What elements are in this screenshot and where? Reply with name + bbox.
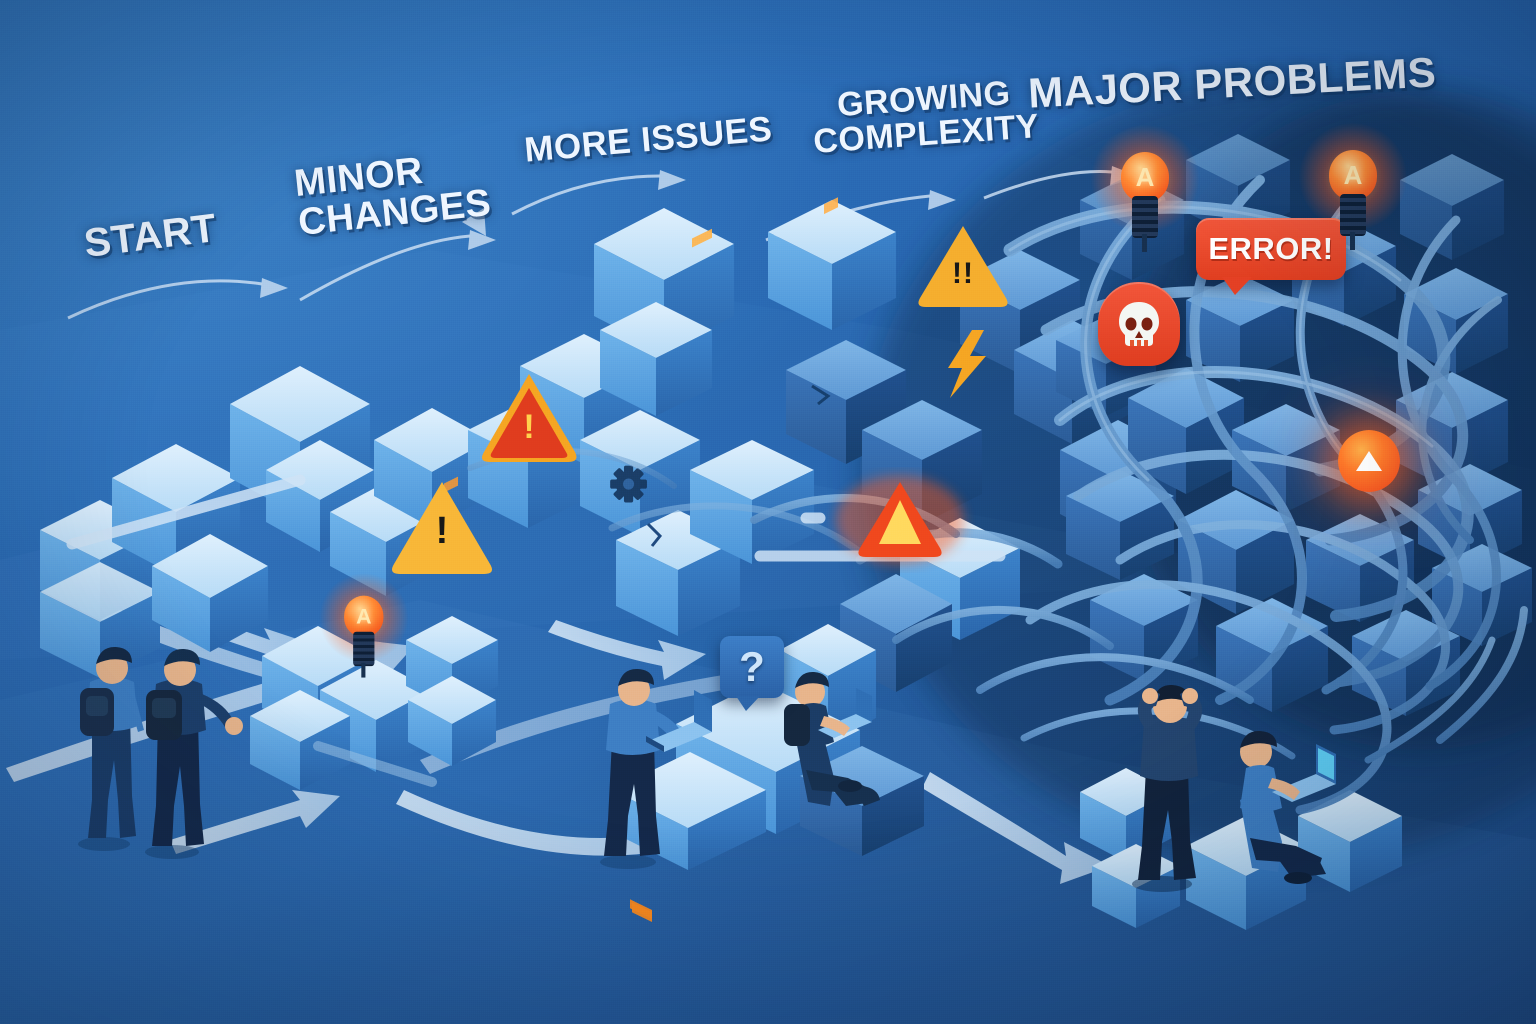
figure-dev-start-1 bbox=[78, 646, 144, 851]
warning-triangle-amber[interactable]: ! bbox=[400, 486, 484, 562]
beacon-bulb: A bbox=[1329, 150, 1377, 200]
warning-triangle-shapes bbox=[392, 226, 1008, 574]
gear-icon bbox=[610, 465, 647, 503]
alarm-beacon-left[interactable]: A bbox=[1090, 124, 1200, 252]
beacon-post bbox=[1132, 196, 1158, 238]
figure-dev-laptop-standing bbox=[600, 668, 712, 869]
beacon-stem bbox=[1142, 234, 1147, 252]
question-mark-glyph: ? bbox=[739, 643, 765, 690]
figure-dev-seated-laptop bbox=[784, 671, 880, 806]
warning-triangle-red[interactable]: ! bbox=[488, 378, 570, 452]
triangle-alert-icon bbox=[1356, 451, 1382, 471]
circle-alert-badge[interactable] bbox=[1338, 430, 1400, 492]
beacon-post bbox=[1340, 194, 1366, 236]
laptop-icon bbox=[646, 690, 712, 752]
figure-dev-stressed bbox=[1132, 684, 1203, 892]
error-bubble[interactable]: ERROR! bbox=[1196, 218, 1346, 295]
beacon-post bbox=[353, 631, 375, 667]
cracked-cube bbox=[616, 228, 740, 920]
cube-cluster-left bbox=[40, 366, 498, 790]
exclamation-glyph: ! bbox=[895, 511, 905, 545]
warning-triangle-critical[interactable]: ! bbox=[862, 486, 938, 554]
figure-dev-laptop-seated-right bbox=[1240, 730, 1336, 884]
beacon-stem bbox=[361, 662, 366, 678]
alarm-beacon-middle[interactable]: A bbox=[318, 572, 409, 678]
alarm-beacon-right[interactable]: A bbox=[1298, 122, 1408, 250]
beacon-bulb: A bbox=[344, 595, 384, 637]
figure-dev-start-2 bbox=[145, 648, 243, 859]
beacon-bulb: A bbox=[1121, 152, 1169, 202]
exclamation-glyph: ! bbox=[523, 407, 535, 446]
question-bubble[interactable]: ? bbox=[720, 636, 784, 711]
error-label: ERROR! bbox=[1208, 231, 1334, 266]
exclamation-glyph: ! bbox=[435, 510, 449, 553]
tangled-cables bbox=[467, 175, 1528, 815]
lightning-bolt-icon bbox=[948, 330, 986, 398]
stage-label-growing-complexity[interactable]: GROWING COMPLEXITY bbox=[812, 74, 1041, 161]
double-exclamation-glyph: !! bbox=[952, 257, 974, 291]
warning-triangle-double-exclamation[interactable]: !! bbox=[924, 230, 1002, 300]
cube-cluster-chaos bbox=[1056, 134, 1532, 930]
glowing-cracks bbox=[444, 197, 838, 923]
beacon-stem bbox=[1350, 232, 1355, 250]
skull-badge[interactable] bbox=[1098, 282, 1180, 366]
skull-icon bbox=[1119, 302, 1159, 346]
